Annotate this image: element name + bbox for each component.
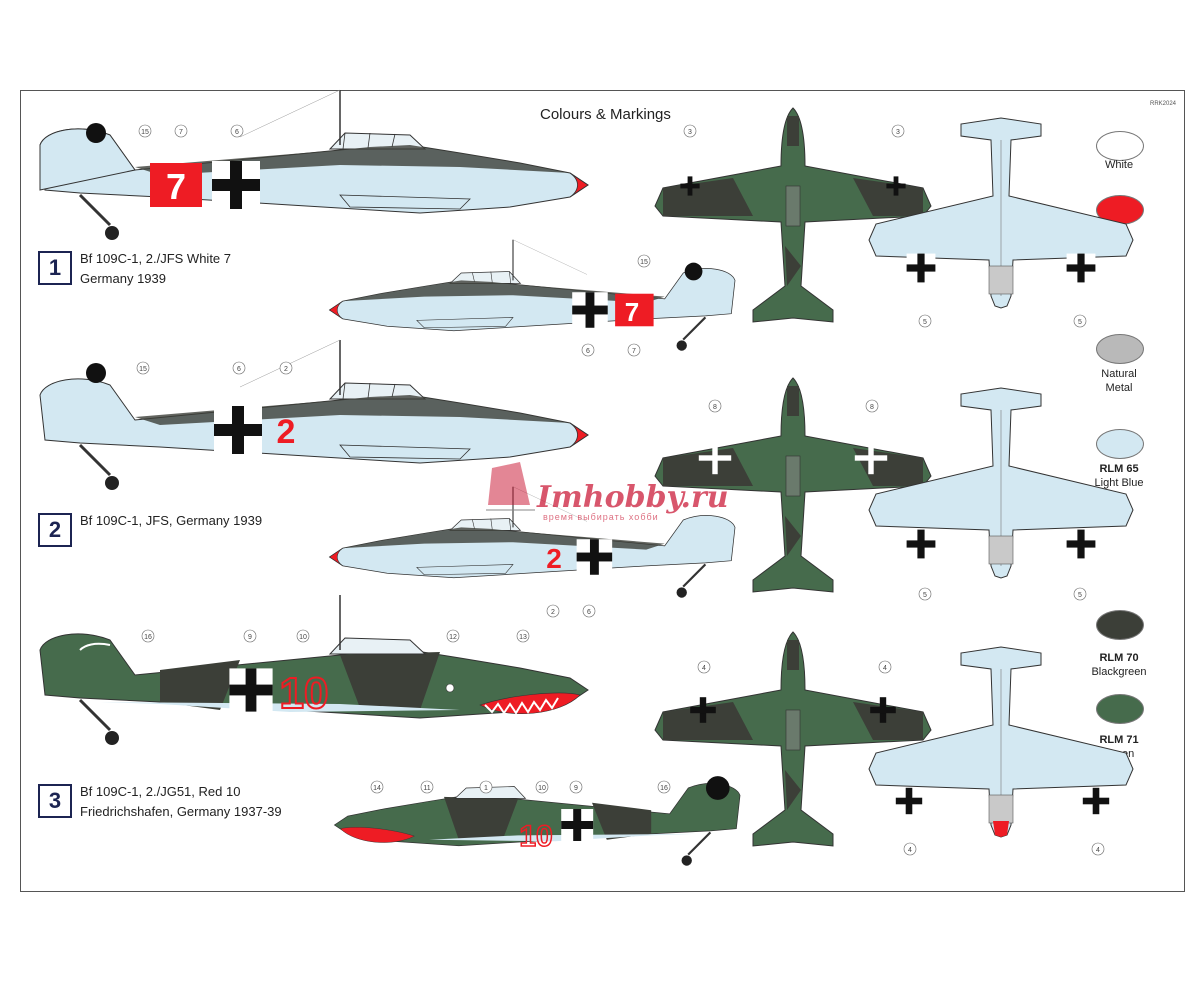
callout: 6 <box>237 366 241 373</box>
s3-right-code: 10 <box>519 820 552 853</box>
callout: 14 <box>373 785 381 792</box>
scheme-3-line1: Bf 109C-1, 2./JG51, Red 10 <box>80 784 241 799</box>
callout: 8 <box>870 404 874 411</box>
scheme-2-line1: Bf 109C-1, JFS, Germany 1939 <box>80 513 263 528</box>
callout: 15 <box>141 129 149 136</box>
swatch-rlm70-label: RLM 70 Blackgreen <box>1069 651 1169 679</box>
callout: 5 <box>923 319 927 326</box>
swatch-natural-metal <box>1096 334 1144 364</box>
scheme-1-line2: Germany 1939 <box>80 271 166 286</box>
callout: 7 <box>179 129 183 136</box>
callout: 15 <box>139 366 147 373</box>
s2-right-code: 2 <box>546 543 562 574</box>
swatch-rlm70-text: Blackgreen <box>1091 666 1147 678</box>
scheme-2-left-profile: 2 <box>38 338 590 492</box>
callout: 10 <box>299 634 307 641</box>
watermark-brand: Imhobby.ru <box>537 480 729 515</box>
scheme-3-right-profile: 10 <box>333 776 741 866</box>
scheme-1-left-profile: 7 <box>38 88 590 242</box>
callout: 6 <box>235 129 239 136</box>
callout: 7 <box>632 348 636 355</box>
watermark-logo-icon <box>486 462 535 511</box>
callout-labels: 15 7 6 15 6 7 3 3 5 5 15 6 2 2 6 8 8 5 5… <box>139 129 1100 854</box>
swatch-rlm70-name: RLM 70 <box>1099 652 1139 664</box>
sheet-title: Colours & Markings <box>540 106 671 123</box>
callout: 12 <box>449 634 457 641</box>
callout: 15 <box>640 259 648 266</box>
swatch-rlm70 <box>1096 610 1144 640</box>
swatch-white <box>1096 131 1144 161</box>
swatch-rlm65-text: Light Blue <box>1094 477 1144 489</box>
swatch-white-text: White <box>1104 159 1134 171</box>
swatch-natural-metal-label: Natural Metal <box>1069 367 1169 395</box>
scheme-1-number: 1 <box>38 251 72 285</box>
scheme-2-text: Bf 109C-1, JFS, Germany 1939 <box>80 511 262 531</box>
callout: 4 <box>908 847 912 854</box>
callout: 9 <box>248 634 252 641</box>
s2-left-code: 2 <box>277 413 296 451</box>
scheme-3-left-profile: 10 <box>39 595 589 745</box>
scheme-1-right-profile: 7 <box>328 238 737 352</box>
swatch-rlm71-name: RLM 71 <box>1099 734 1139 746</box>
callout: 16 <box>144 634 152 641</box>
swatch-white-label: White <box>1069 158 1169 172</box>
callout: 5 <box>1078 319 1082 326</box>
callout: 4 <box>883 665 887 672</box>
callout: 3 <box>896 129 900 136</box>
swatch-rlm65 <box>1096 429 1144 459</box>
callout: 13 <box>519 634 527 641</box>
scheme-3-text: Bf 109C-1, 2./JG51, Red 10 Friedrichshaf… <box>80 782 282 822</box>
scheme-3-number: 3 <box>38 784 72 818</box>
callout: 3 <box>688 129 692 136</box>
scheme-1-text: Bf 109C-1, 2./JFS White 7 Germany 1939 <box>80 249 231 289</box>
scheme-3-line2: Friedrichshafen, Germany 1937-39 <box>80 804 282 819</box>
callouts <box>136 124 1105 856</box>
s1-left-code: 7 <box>166 166 186 207</box>
swatch-rlm71 <box>1096 694 1144 724</box>
callout: 2 <box>551 609 555 616</box>
sheet-code: RRK2024 <box>1150 101 1177 107</box>
callout: 4 <box>1096 847 1100 854</box>
callout: 11 <box>423 785 430 792</box>
s1-right-code: 7 <box>625 297 639 327</box>
callout: 6 <box>587 609 591 616</box>
callout: 5 <box>1078 592 1082 599</box>
scheme-2-number: 2 <box>38 513 72 547</box>
callout: 1 <box>484 785 488 792</box>
callout: 5 <box>923 592 927 599</box>
callout: 10 <box>538 785 546 792</box>
callout: 6 <box>586 348 590 355</box>
watermark-slogan: время выбирать хобби <box>543 512 659 522</box>
swatch-rlm65-name: RLM 65 <box>1099 463 1139 475</box>
scheme-1-line1: Bf 109C-1, 2./JFS White 7 <box>80 251 232 266</box>
callout: 2 <box>284 366 288 373</box>
s3-left-code: 10 <box>280 669 329 718</box>
swatch-rlm65-label: RLM 65 Light Blue <box>1069 462 1169 490</box>
callout: 4 <box>702 665 706 672</box>
scheme-2-right-profile: 2 <box>328 485 737 599</box>
callout: 16 <box>660 785 668 792</box>
swatch-natural-metal-text: Natural Metal <box>1101 368 1137 394</box>
callout: 8 <box>713 404 717 411</box>
scheme-3-bottom-view <box>868 646 1134 838</box>
callout: 9 <box>574 785 578 792</box>
